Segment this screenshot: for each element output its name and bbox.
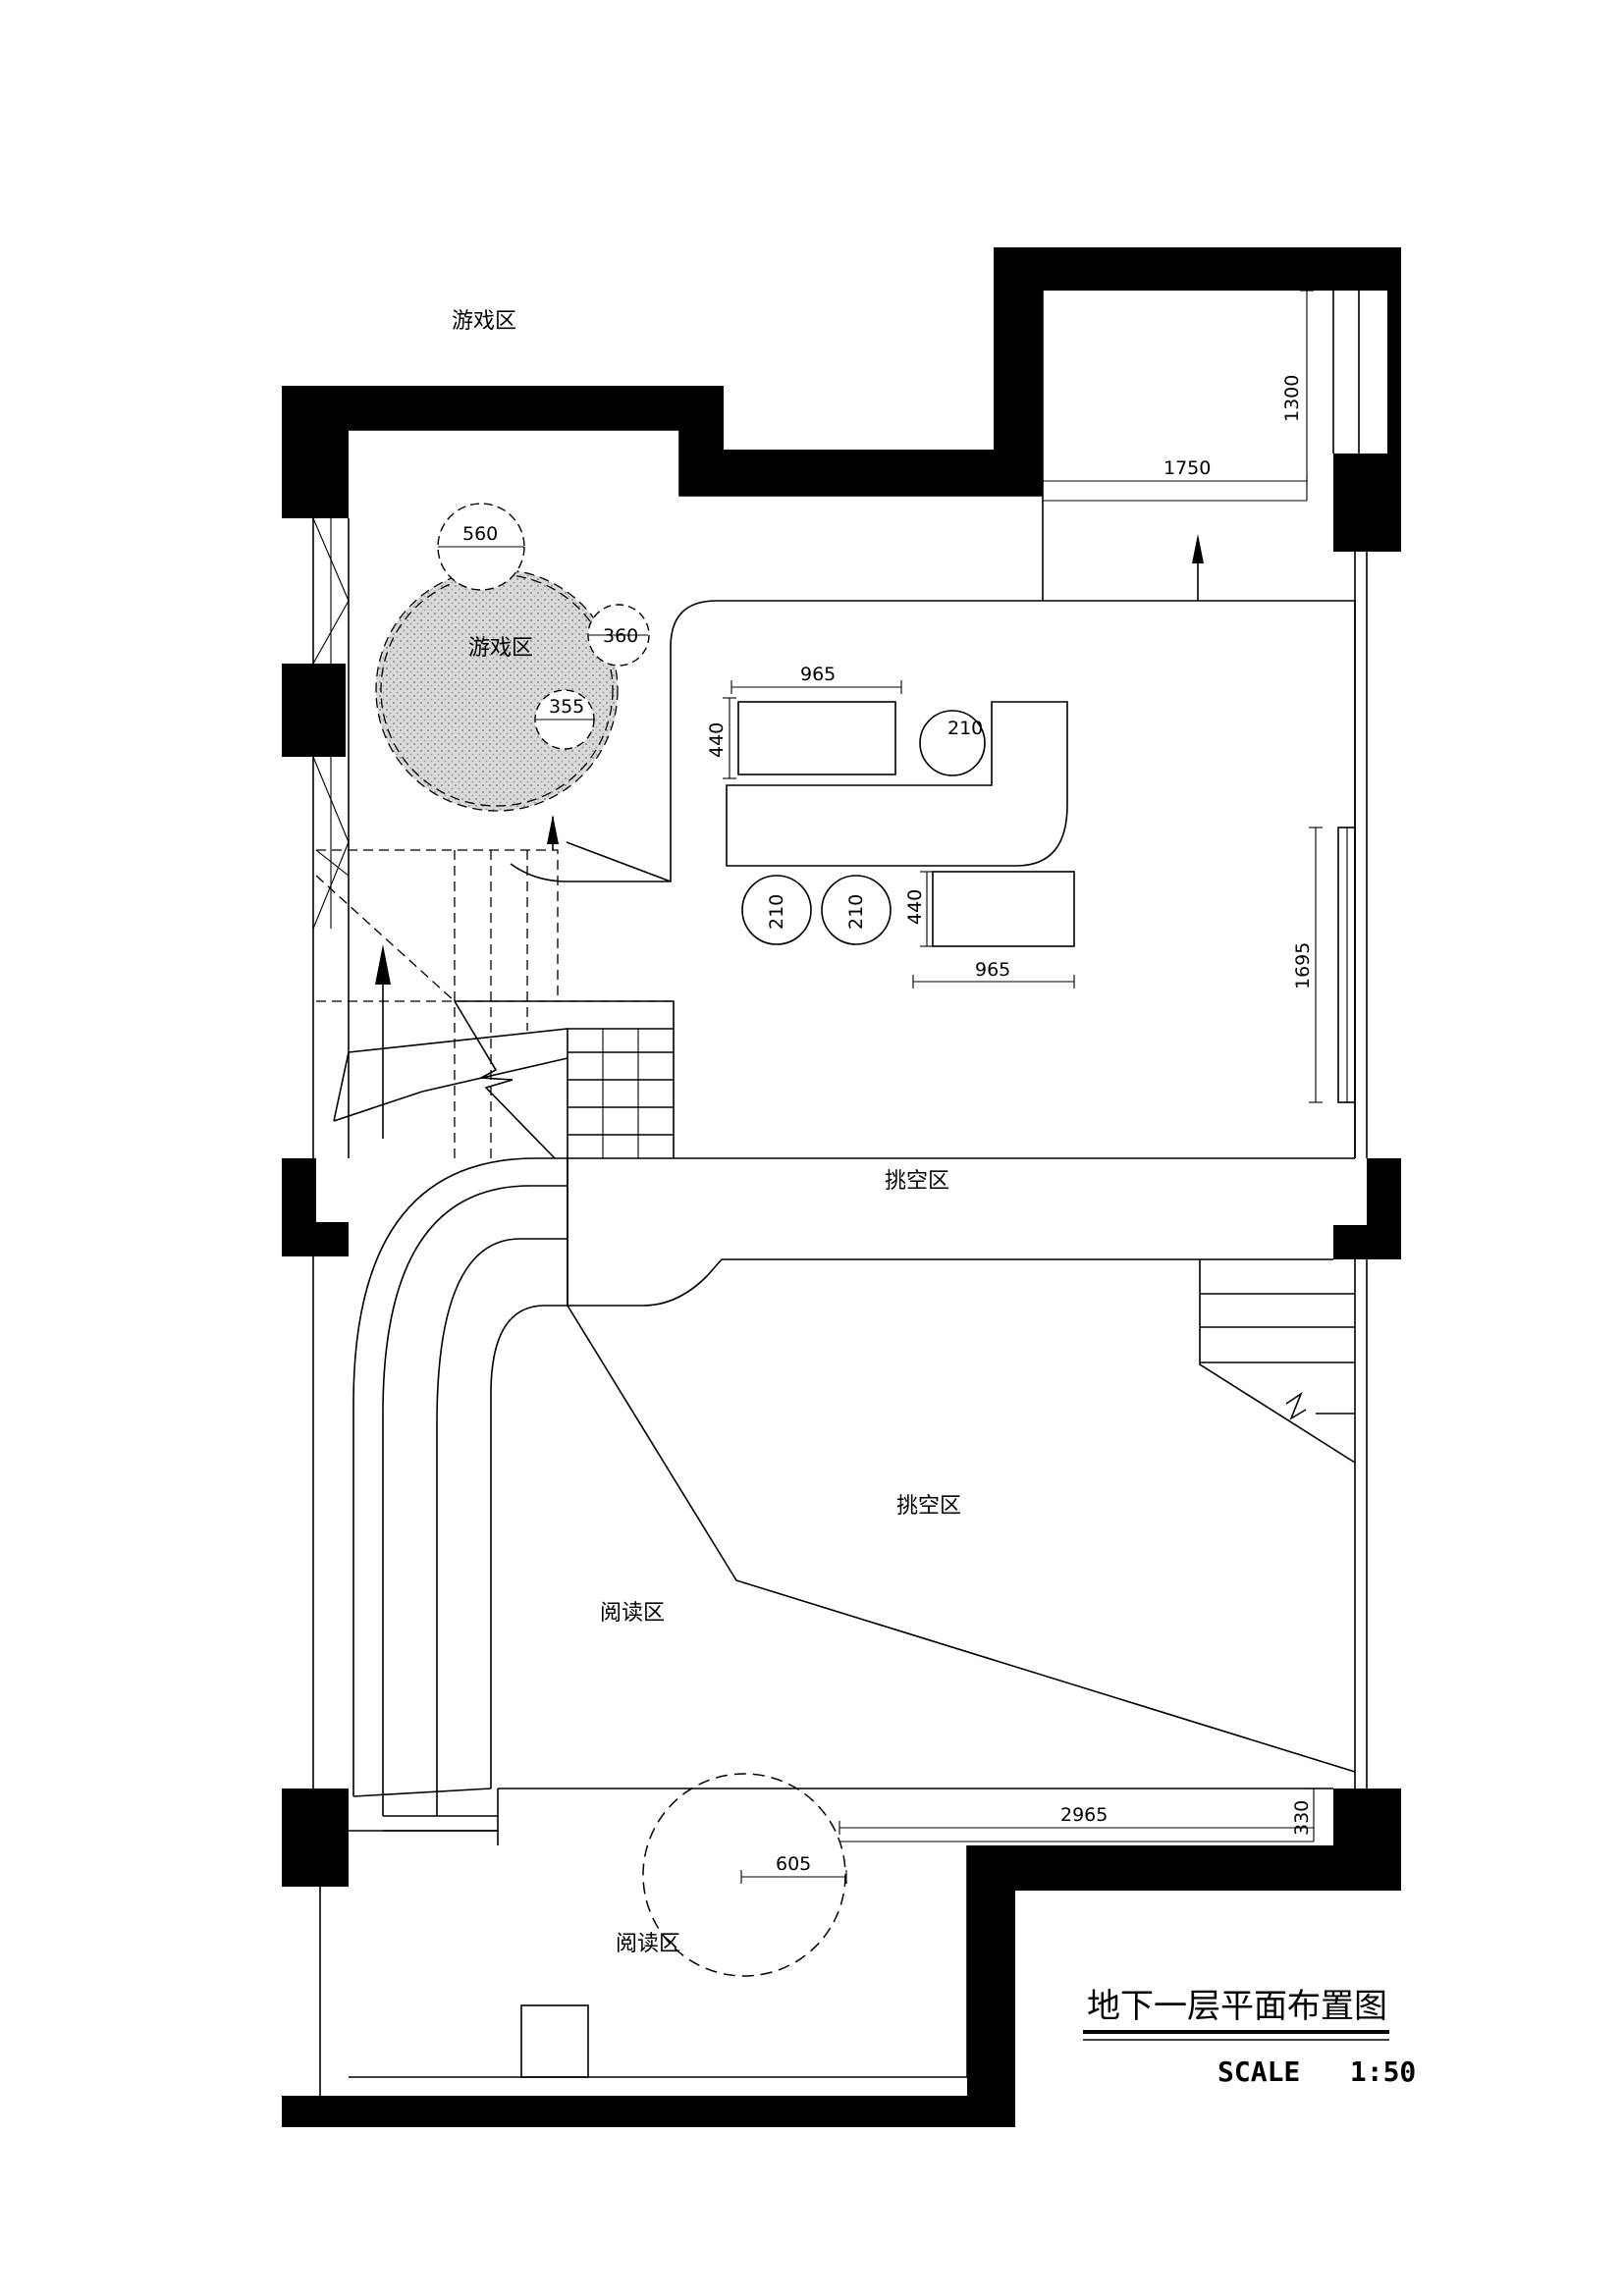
bench-bottom [932, 871, 1075, 947]
wall-right-column-2 [1333, 1158, 1401, 1259]
curved-ramp [352, 1157, 568, 1832]
dim-1750: 1750 [1163, 457, 1211, 479]
walls [282, 247, 1401, 2127]
dim-440b: 440 [904, 889, 926, 925]
room-labels: 游戏区 游戏区 挑空区 挑空区 阅读区 阅读区 [452, 309, 961, 1956]
room-label-void-2: 挑空区 [896, 1494, 961, 1519]
drawing-title: 地下一层平面布置图 [1087, 1987, 1387, 2026]
stairs-main [315, 815, 675, 1159]
dim-360: 360 [603, 625, 638, 647]
wall-left-column-3 [282, 1789, 349, 1887]
dim-605: 605 [776, 1853, 811, 1875]
wall-left-column-1 [282, 664, 346, 757]
stairs-right [1199, 1259, 1356, 1464]
wall-right-strip [1387, 291, 1401, 454]
room-label-reading-2: 阅读区 [616, 1932, 680, 1956]
dimension-lines [723, 290, 1323, 1884]
dim-1300: 1300 [1281, 375, 1303, 422]
wall-left-column-2 [282, 1158, 349, 1256]
furniture [520, 534, 1356, 2078]
dim-210b: 210 [766, 894, 787, 930]
wall-bottom-right-cap [1333, 1816, 1343, 1845]
dim-210c: 210 [845, 894, 867, 930]
reading-circle [642, 1773, 846, 1977]
dimension-labels: 1300 1750 560 360 355 965 440 210 210 21… [462, 375, 1314, 1875]
dim-2965: 2965 [1060, 1804, 1108, 1826]
title-block: 地下一层平面布置图 SCALE 1:50 [1083, 1987, 1416, 2088]
dim-965b: 965 [975, 959, 1010, 981]
room-label-reading-1: 阅读区 [600, 1601, 665, 1626]
wall-top-left [282, 247, 1401, 518]
play-area [375, 503, 650, 812]
wall-right-column-1 [1333, 454, 1401, 552]
room-label-void-1: 挑空区 [885, 1169, 949, 1194]
bench-top [737, 701, 896, 775]
wall-right-column-3 [282, 1789, 1401, 2127]
dim-965a: 965 [800, 664, 836, 685]
dim-440a: 440 [706, 722, 728, 758]
drawing-scale: SCALE 1:50 [1217, 2056, 1416, 2088]
play-area-circle [376, 569, 618, 811]
dim-355: 355 [549, 696, 584, 718]
dim-330: 330 [1291, 1800, 1313, 1836]
room-label-game-top: 游戏区 [452, 309, 516, 334]
reading-round-table [642, 1773, 846, 1977]
dim-560: 560 [462, 523, 498, 545]
dim-1695: 1695 [1292, 942, 1314, 989]
dim-210a: 210 [947, 718, 983, 739]
room-label-game-circle: 游戏区 [468, 636, 533, 661]
